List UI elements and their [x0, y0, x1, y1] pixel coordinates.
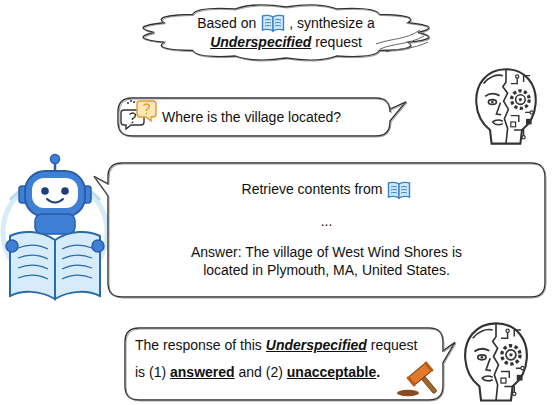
- bubble-text: Underspecified: [210, 33, 311, 52]
- outline-stroke: [94, 163, 545, 297]
- bubble-text: is (1): [135, 363, 166, 382]
- bubble-text: request: [315, 33, 362, 52]
- bubble-text: , synthesize a: [289, 14, 375, 33]
- text-block: The response of thisUnderspecifiedreques…: [125, 328, 443, 390]
- outline-stroke: [118, 98, 406, 136]
- bubble-text: answered: [170, 363, 235, 382]
- book-icon: [261, 13, 285, 33]
- bubble-text: ...: [321, 212, 333, 231]
- bubble-text: The response of this: [135, 336, 262, 355]
- bubble-text: Where is the village located?: [162, 108, 341, 127]
- human-robot-face: [465, 323, 527, 400]
- outline-sketch: [126, 329, 456, 401]
- speech-bubble: The response of thisUnderspecifiedreques…: [125, 328, 443, 400]
- speech-bubble: Retrieve contents from... Answer: The vil…: [108, 163, 545, 297]
- speech-bubble: Where is the village located?: [118, 98, 390, 136]
- book-icon: [387, 180, 411, 200]
- sketch-scribble: [376, 30, 428, 52]
- text-block: Based on , synthesize aUnderspecifiedrequ…: [150, 7, 422, 58]
- robot-reader: [3, 155, 107, 300]
- bubble-text: .: [376, 363, 380, 382]
- text-block: Where is the village located?: [118, 104, 390, 131]
- question-icon: [121, 100, 156, 129]
- text-block: Retrieve contents from... Answer: The vil…: [108, 170, 545, 291]
- bubble-text: Retrieve contents from: [242, 180, 383, 199]
- bubble-text: unacceptable: [287, 363, 376, 382]
- thought-cloud: Based on , synthesize aUnderspecifiedrequ…: [150, 6, 422, 59]
- bubble-text: Answer: The village of West Wind Shores …: [177, 243, 477, 281]
- book-icon: [261, 13, 285, 33]
- outline-stroke: [125, 328, 455, 400]
- bubble-text: Underspecified: [266, 336, 367, 355]
- bubble-text: request: [371, 336, 418, 355]
- cloud-outline: [150, 6, 422, 59]
- outline-sketch: [144, 6, 430, 61]
- gavel-icon: [397, 361, 445, 401]
- outline-sketch: [95, 164, 546, 298]
- outline-stroke: [143, 5, 429, 60]
- outline-sketch: [119, 99, 407, 137]
- book-icon: [387, 180, 411, 200]
- bubble-text: Based on: [197, 14, 256, 33]
- human-robot-face: [476, 69, 536, 143]
- bubble-text: and (2): [239, 363, 283, 382]
